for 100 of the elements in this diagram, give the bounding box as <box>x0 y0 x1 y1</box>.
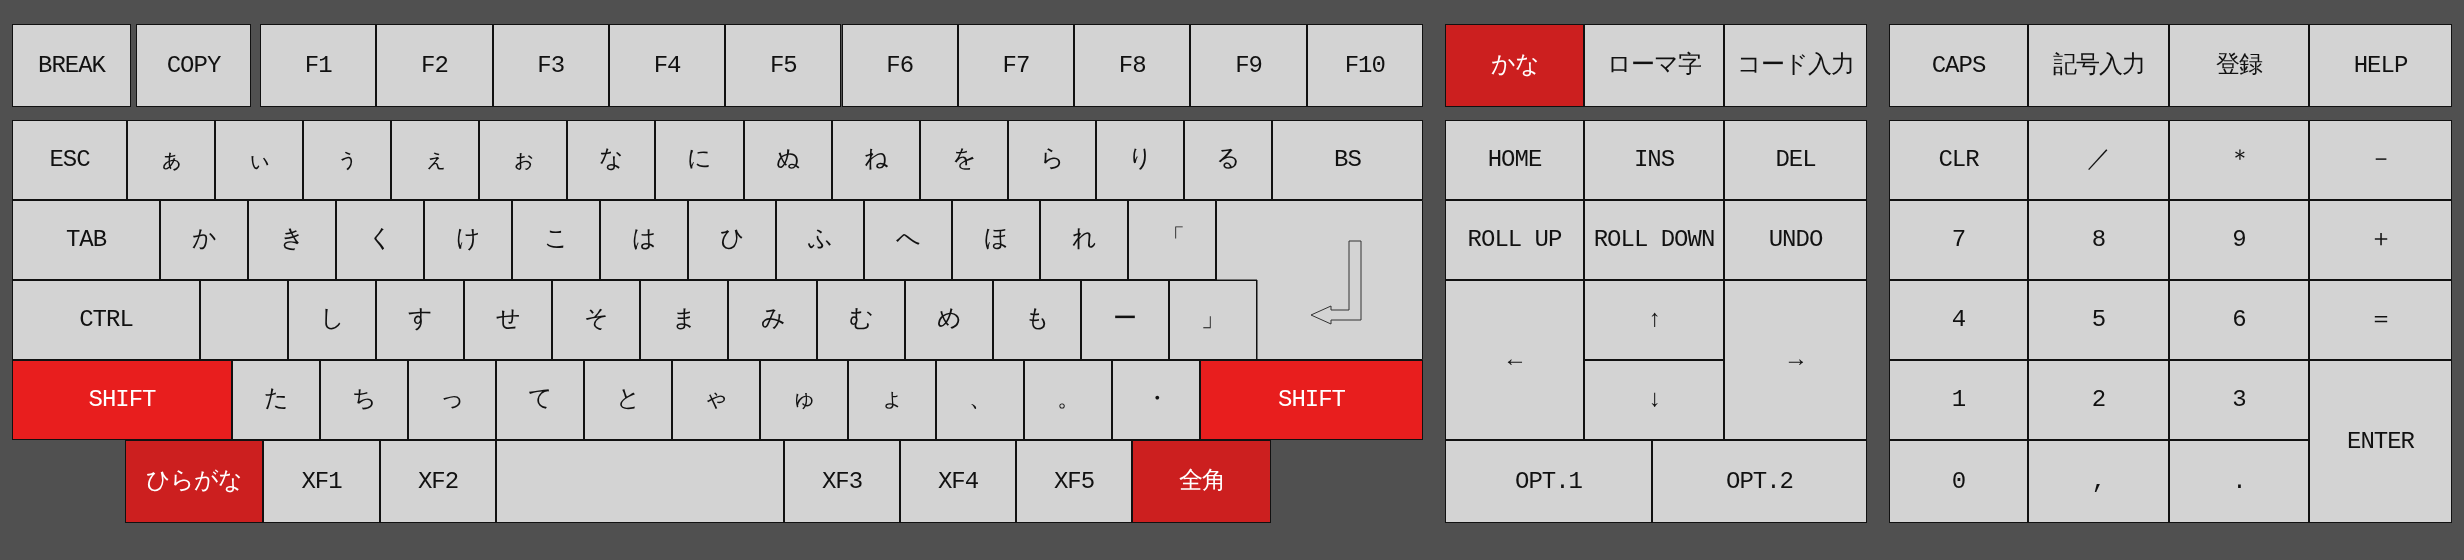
keyboard-key: ／ <box>2028 120 2169 200</box>
keyboard-key: て <box>496 360 584 440</box>
keyboard-key: ぇ <box>391 120 480 200</box>
keyboard-key: ROLL DOWN <box>1584 200 1724 280</box>
keyboard-key: かな <box>1445 24 1584 107</box>
keyboard-key: ー <box>1080 280 1169 360</box>
keyboard-key: F9 <box>1190 24 1307 107</box>
keyboard-key: DEL <box>1724 120 1867 200</box>
keyboard-key: に <box>655 120 744 200</box>
keyboard-key: 6 <box>2169 280 2309 360</box>
keyboard-key: ぬ <box>743 120 832 200</box>
keyboard-key: TAB <box>12 200 160 280</box>
space-bar <box>496 440 784 523</box>
keyboard-key: す <box>376 280 465 360</box>
keyboard-key: と <box>584 360 672 440</box>
keyboard-key: 3 <box>2169 360 2309 440</box>
keyboard-key: 7 <box>1889 200 2028 280</box>
keyboard-key: 5 <box>2028 280 2169 360</box>
keyboard-key: . <box>2169 440 2309 523</box>
keyboard-key: 4 <box>1889 280 2028 360</box>
keyboard-key: 0 <box>1889 440 2028 523</box>
keyboard-key: HOME <box>1445 120 1584 200</box>
keyboard-key: 全角 <box>1132 440 1271 523</box>
blank-key <box>200 280 289 360</box>
keyboard-key: ↑ <box>1584 280 1724 360</box>
keyboard-key: 9 <box>2169 200 2309 280</box>
keyboard-key: こ <box>512 200 600 280</box>
keyboard-key: ね <box>831 120 920 200</box>
keyboard-key: COPY <box>136 24 251 107</box>
keyboard-key: ・ <box>1112 360 1200 440</box>
keyboard-key: く <box>336 200 424 280</box>
keyboard-key: 記号入力 <box>2028 24 2169 107</box>
keyboard-key: そ <box>552 280 641 360</box>
keyboard-key: ぉ <box>479 120 568 200</box>
keyboard-key: ょ <box>848 360 936 440</box>
keyboard-key: れ <box>1040 200 1128 280</box>
keyboard-key: F3 <box>492 24 609 107</box>
keyboard-key: ゃ <box>672 360 760 440</box>
keyboard-key: 1 <box>1889 360 2028 440</box>
keyboard-key: F6 <box>841 24 958 107</box>
keyboard-key: な <box>567 120 656 200</box>
keyboard-key: HELP <box>2309 24 2452 107</box>
keyboard-key: ↓ <box>1584 360 1724 440</box>
keyboard-key: ESC <box>12 120 127 200</box>
keyboard-key: き <box>248 200 336 280</box>
keyboard-key: ＊ <box>2169 120 2309 200</box>
keyboard-key: UNDO <box>1724 200 1867 280</box>
keyboard-key: ひらがな <box>125 440 263 523</box>
keyboard-key: F7 <box>957 24 1075 107</box>
keyboard-key: ぃ <box>215 120 304 200</box>
keyboard-key: → <box>1724 280 1867 440</box>
keyboard-key: ま <box>640 280 729 360</box>
keyboard-key: F10 <box>1306 24 1423 107</box>
keyboard-key: み <box>728 280 817 360</box>
keyboard-key: せ <box>464 280 553 360</box>
keyboard-key: F2 <box>376 24 493 107</box>
keyboard-key: F8 <box>1074 24 1191 107</box>
keyboard-key: ← <box>1445 280 1584 440</box>
keyboard-key: へ <box>864 200 952 280</box>
keyboard-key: F4 <box>608 24 726 107</box>
keyboard-key: む <box>816 280 905 360</box>
keyboard-key: し <box>288 280 377 360</box>
keyboard-key: ぁ <box>127 120 216 200</box>
keyboard-key: 」 <box>1168 280 1257 360</box>
keyboard-key: る <box>1183 120 1272 200</box>
keyboard-key: ら <box>1007 120 1096 200</box>
keyboard-key: ち <box>320 360 408 440</box>
keyboard-key: は <box>600 200 688 280</box>
keyboard-key: － <box>2309 120 2452 200</box>
keyboard-key: っ <box>408 360 496 440</box>
keyboard-key: F1 <box>260 24 377 107</box>
keyboard-key: XF2 <box>380 440 496 523</box>
keyboard-key: SHIFT <box>1200 360 1423 440</box>
keyboard-key: XF1 <box>263 440 380 523</box>
keyboard-key: XF5 <box>1016 440 1132 523</box>
keyboard-key: BS <box>1272 120 1423 200</box>
keyboard-key: か <box>160 200 248 280</box>
keyboard-key: ROLL UP <box>1445 200 1584 280</box>
keyboard-key: XF4 <box>900 440 1016 523</box>
keyboard-key: を <box>919 120 1008 200</box>
keyboard-key: ローマ字 <box>1584 24 1724 107</box>
keyboard-key: ふ <box>776 200 864 280</box>
keyboard-key: 「 <box>1128 200 1216 280</box>
keyboard-key: 登録 <box>2169 24 2309 107</box>
keyboard-key: 。 <box>1024 360 1112 440</box>
keyboard-key: ぅ <box>303 120 392 200</box>
keyboard-key: ゅ <box>760 360 848 440</box>
keyboard-key: CAPS <box>1889 24 2028 107</box>
keyboard-key: コード入力 <box>1724 24 1867 107</box>
keyboard-key: , <box>2028 440 2169 523</box>
keyboard-key: OPT.1 <box>1445 440 1652 523</box>
keyboard-key: 、 <box>936 360 1024 440</box>
keyboard-key: も <box>992 280 1081 360</box>
keyboard-key: め <box>904 280 993 360</box>
keyboard-key: け <box>424 200 512 280</box>
keyboard-key: ENTER <box>2309 360 2452 523</box>
keyboard-key: F5 <box>725 24 842 107</box>
keyboard-key: ほ <box>952 200 1040 280</box>
keyboard-key: SHIFT <box>12 360 232 440</box>
keyboard-key: り <box>1095 120 1184 200</box>
